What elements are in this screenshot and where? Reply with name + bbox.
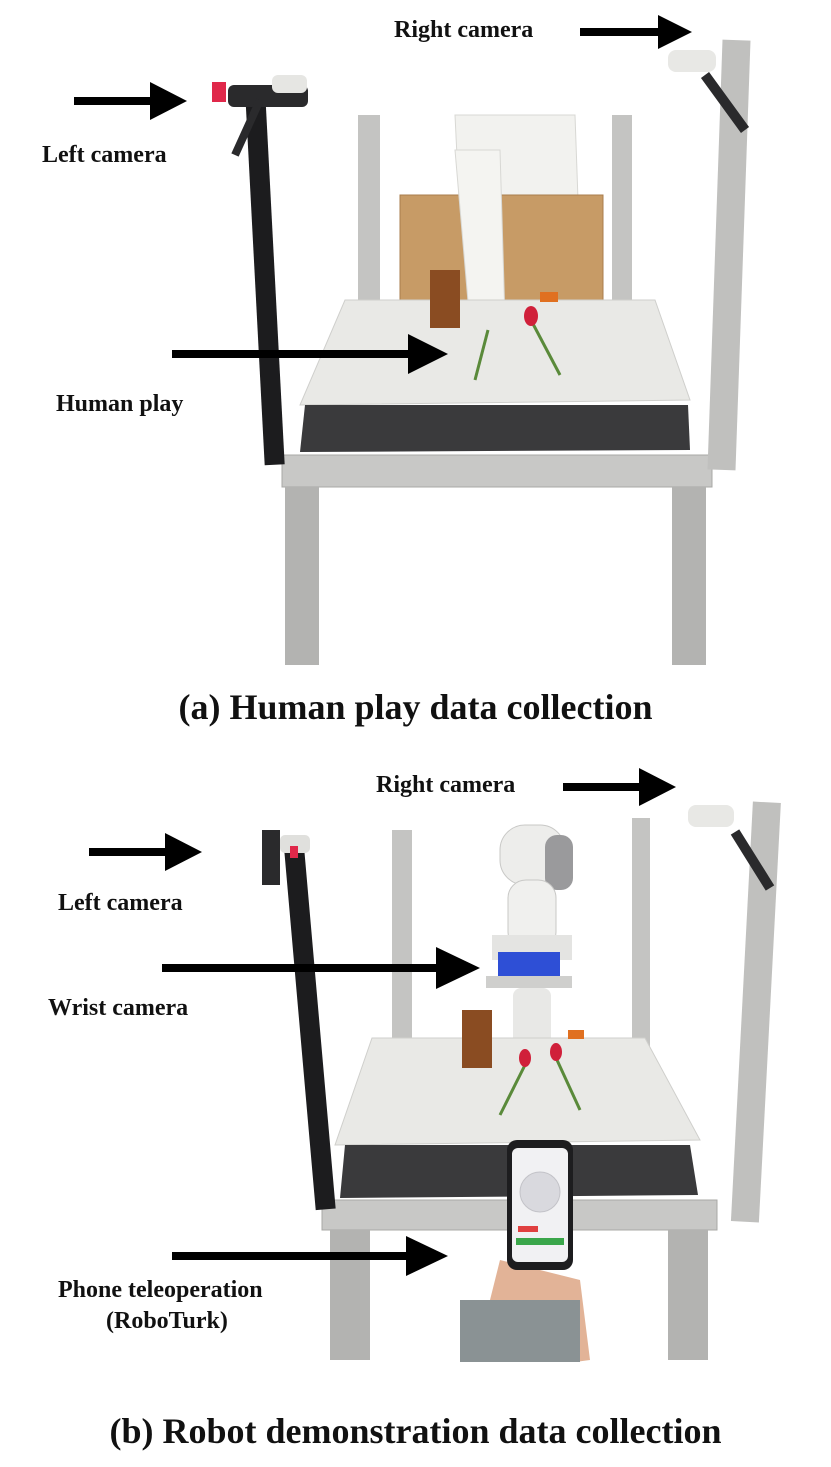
photo-robot-demo-setup <box>262 801 781 1362</box>
label-right-camera-b: Right camera <box>376 772 516 798</box>
label-wrist-camera: Wrist camera <box>48 995 189 1021</box>
arrow-left-camera-a-icon <box>74 82 187 120</box>
arrow-wrist-camera-icon <box>162 947 480 989</box>
label-phone-teleop-line2: (RoboTurk) <box>106 1308 228 1334</box>
label-left-camera-b: Left camera <box>58 890 183 916</box>
figure-panel-a: Right camera Left camera Human play (a) … <box>42 15 751 727</box>
tulip-icon <box>519 1049 531 1067</box>
arrow-right-camera-b-icon <box>563 768 676 806</box>
tulip-icon <box>524 306 538 326</box>
label-phone-teleop-line1: Phone teleoperation <box>58 1277 263 1303</box>
label-right-camera-a: Right camera <box>394 17 534 43</box>
figure-panel-b: Right camera Left camera Wrist camera Ph… <box>0 740 831 1467</box>
arrow-phone-teleop-icon <box>172 1236 448 1276</box>
tulip-icon <box>550 1043 562 1061</box>
photo-human-play-setup <box>212 39 751 665</box>
arrow-human-play-icon <box>172 334 448 374</box>
label-human-play: Human play <box>56 391 184 417</box>
arrow-right-camera-a-icon <box>580 15 692 49</box>
label-left-camera-a: Left camera <box>42 142 167 168</box>
caption-panel-a: (a) Human play data collection <box>178 687 653 727</box>
arrow-left-camera-b-icon <box>89 833 202 871</box>
caption-panel-b: (b) Robot demonstration data collection <box>109 1411 722 1451</box>
